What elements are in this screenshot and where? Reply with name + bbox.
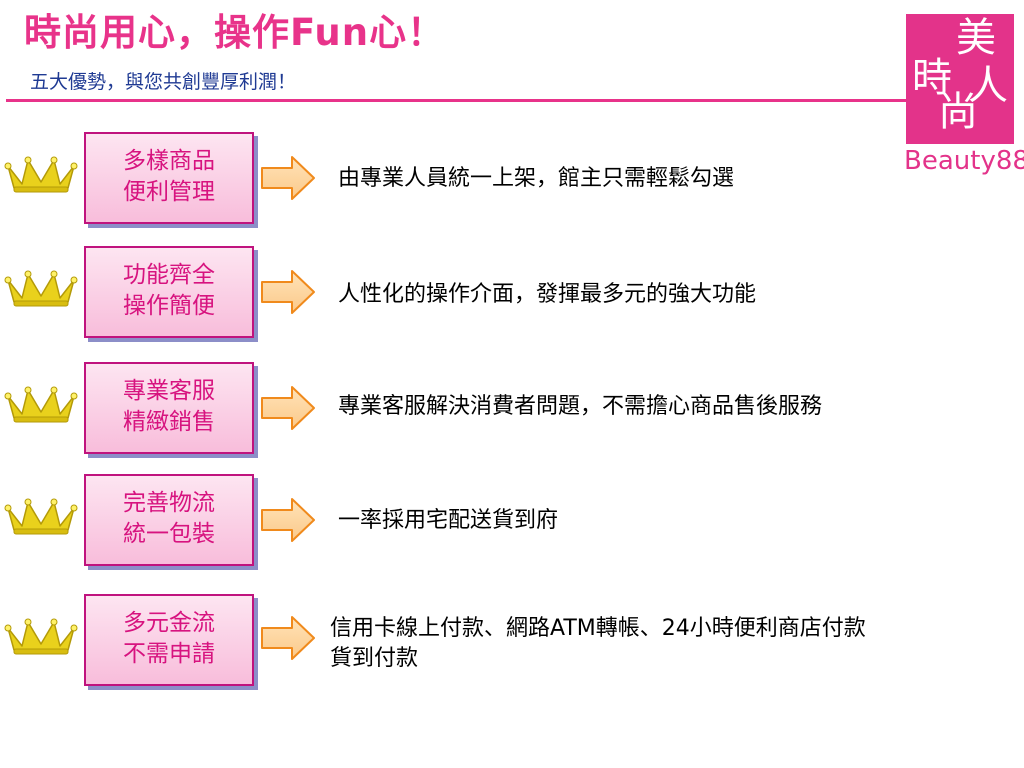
advantage-description: 由專業人員統一上架，館主只需輕鬆勾選 xyxy=(338,166,735,191)
advantage-label-line: 統一包裝 xyxy=(123,521,215,547)
advantage-row: 多元金流不需申請 信用卡線上付款、網路ATM轉帳、24小時便利商店付款貨到付款 xyxy=(0,592,1024,692)
advantage-label-line: 多元金流 xyxy=(123,610,215,636)
page-subtitle: 五大優勢，與您共創豐厚利潤！ xyxy=(30,71,297,93)
advantage-description: 信用卡線上付款、網路ATM轉帳、24小時便利商店付款 xyxy=(330,616,866,641)
advantage-description: 一率採用宅配送貨到府 xyxy=(338,508,559,533)
crown-icon xyxy=(4,616,78,656)
advantage-row: 完善物流統一包裝 一率採用宅配送貨到府 xyxy=(0,472,1024,572)
logo-lettering: 時 美 尚 人 xyxy=(906,14,1014,144)
advantage-label-line: 完善物流 xyxy=(123,490,215,516)
advantage-label-line: 不需申請 xyxy=(123,641,215,667)
logo-char: 尚 xyxy=(938,89,978,135)
advantage-label-box: 功能齊全操作簡便 xyxy=(84,246,254,338)
advantage-label-line: 便利管理 xyxy=(123,179,215,205)
advantage-label-box: 多元金流不需申請 xyxy=(84,594,254,686)
advantage-label-box: 完善物流統一包裝 xyxy=(84,474,254,566)
logo-brand-text: Beauty88 xyxy=(904,146,1024,176)
crown-icon xyxy=(4,384,78,424)
logo-char: 時 xyxy=(912,55,952,101)
advantage-description: 人性化的操作介面，發揮最多元的強大功能 xyxy=(338,282,757,307)
advantage-description: 專業客服解決消費者問題，不需擔心商品售後服務 xyxy=(338,394,823,419)
advantage-row: 功能齊全操作簡便 人性化的操作介面，發揮最多元的強大功能 xyxy=(0,244,1024,344)
arrow-right-icon xyxy=(260,154,316,202)
title-divider xyxy=(6,99,911,102)
advantage-label-line: 功能齊全 xyxy=(123,262,215,288)
advantage-label-box: 專業客服精緻銷售 xyxy=(84,362,254,454)
advantage-row: 多樣商品便利管理 由專業人員統一上架，館主只需輕鬆勾選 xyxy=(0,130,1024,230)
crown-icon xyxy=(4,496,78,536)
advantage-label-line: 精緻銷售 xyxy=(123,409,215,435)
crown-icon xyxy=(4,154,78,194)
logo-char: 美 xyxy=(956,15,996,61)
arrow-right-icon xyxy=(260,268,316,316)
logo-char: 人 xyxy=(968,63,1008,109)
advantage-row: 專業客服精緻銷售 專業客服解決消費者問題，不需擔心商品售後服務 xyxy=(0,360,1024,460)
page-title: 時尚用心，操作Fun心！ xyxy=(24,11,446,54)
advantage-description-line2: 貨到付款 xyxy=(330,646,419,671)
crown-icon xyxy=(4,268,78,308)
advantage-label-line: 多樣商品 xyxy=(123,148,215,174)
arrow-right-icon xyxy=(260,614,316,662)
advantage-label-line: 操作簡便 xyxy=(123,293,215,319)
advantage-label-box: 多樣商品便利管理 xyxy=(84,132,254,224)
advantage-label-line: 專業客服 xyxy=(123,378,215,404)
arrow-right-icon xyxy=(260,496,316,544)
arrow-right-icon xyxy=(260,384,316,432)
brand-logo: 時 美 尚 人 xyxy=(906,14,1014,144)
